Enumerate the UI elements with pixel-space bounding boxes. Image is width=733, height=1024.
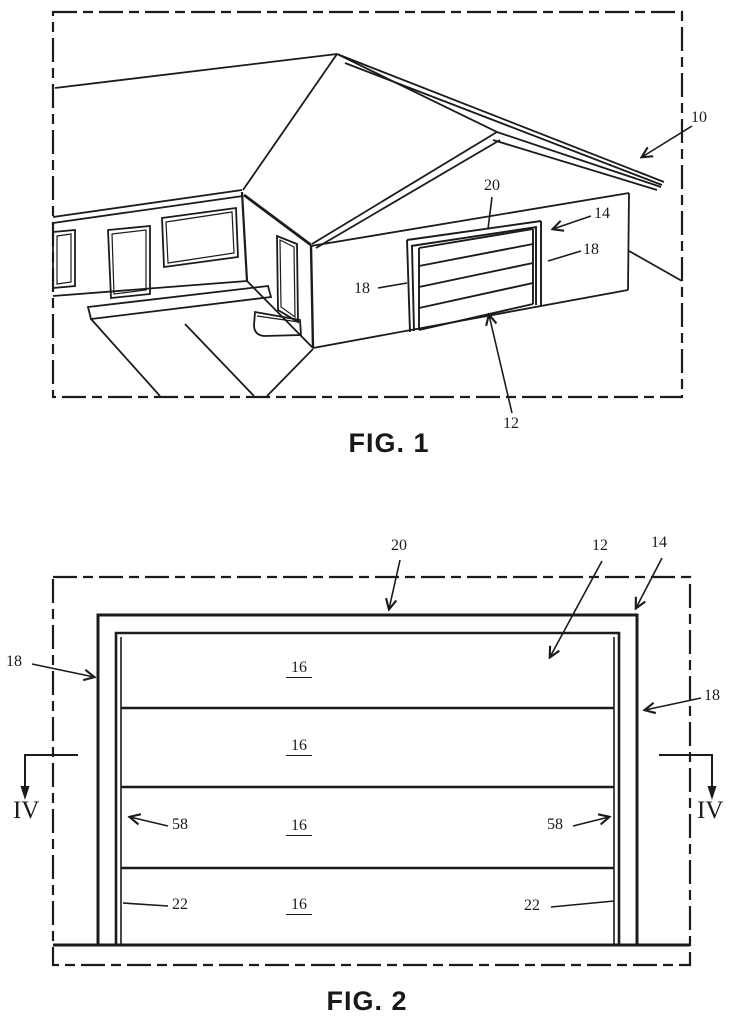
ref-16-panel-4: 16	[286, 897, 312, 915]
ref-12-fig2: 12	[592, 537, 608, 554]
ref-10: 10	[691, 109, 707, 126]
section-marker-iv-right: IV	[697, 797, 724, 824]
leader-22-right	[550, 900, 615, 908]
leader-10	[642, 125, 693, 157]
ref-18-left-fig2: 18	[6, 653, 22, 670]
house-walls	[52, 191, 683, 349]
leader-58-left	[130, 817, 169, 827]
fig2-phantom-border	[51, 575, 692, 967]
ref-12-fig1: 12	[503, 415, 519, 432]
left-wing-door	[107, 225, 151, 299]
leader-18-right	[547, 250, 582, 262]
ref-14-fig2: 14	[651, 534, 667, 551]
leader-18-left	[31, 663, 94, 677]
ref-20-fig1: 20	[484, 177, 500, 194]
ref-20-fig2: 20	[391, 537, 407, 554]
fig1-caption: FIG. 1	[348, 428, 430, 458]
leader-18-left	[377, 282, 408, 289]
section-iv-markers	[20, 754, 717, 800]
leader-12	[550, 560, 603, 657]
leader-14	[553, 215, 592, 229]
front-window	[161, 206, 239, 269]
ref-16-panel-1: 16	[286, 660, 312, 678]
left-window	[52, 229, 76, 289]
house-roof	[52, 53, 665, 249]
ref-22-left: 22	[172, 896, 188, 913]
house-windows-and-doors	[52, 206, 302, 337]
ref-58-left: 58	[172, 816, 188, 833]
door-step	[253, 310, 302, 337]
ref-14-fig1: 14	[594, 205, 610, 222]
garage-door-fig2	[114, 631, 621, 945]
leader-14	[636, 557, 663, 608]
fig2-leader-lines	[31, 557, 702, 908]
leader-22-left	[122, 902, 169, 907]
ref-22-right: 22	[524, 897, 540, 914]
fig1-phantom-border	[51, 10, 684, 399]
ref-16-panel-2: 16	[286, 738, 312, 756]
leader-18-right	[645, 697, 702, 710]
ref-18-right-fig1: 18	[583, 241, 599, 258]
leader-58-right	[572, 817, 609, 827]
walkway	[86, 285, 273, 320]
fig2-caption: FIG. 2	[326, 986, 408, 1016]
ref-16-panel-3: 16	[286, 818, 312, 836]
ref-58-right: 58	[547, 816, 563, 833]
ref-18-right-fig2: 18	[704, 687, 720, 704]
ref-18-left-fig1: 18	[354, 280, 370, 297]
leader-20	[487, 196, 493, 230]
garage-opening-frame	[96, 613, 639, 945]
leader-20	[389, 559, 401, 609]
walkway-driveway	[86, 285, 314, 397]
garage-door-fig1	[406, 220, 542, 333]
fig1-leader-lines	[377, 125, 693, 414]
leader-12	[489, 315, 513, 414]
section-marker-iv-left: IV	[13, 797, 40, 824]
